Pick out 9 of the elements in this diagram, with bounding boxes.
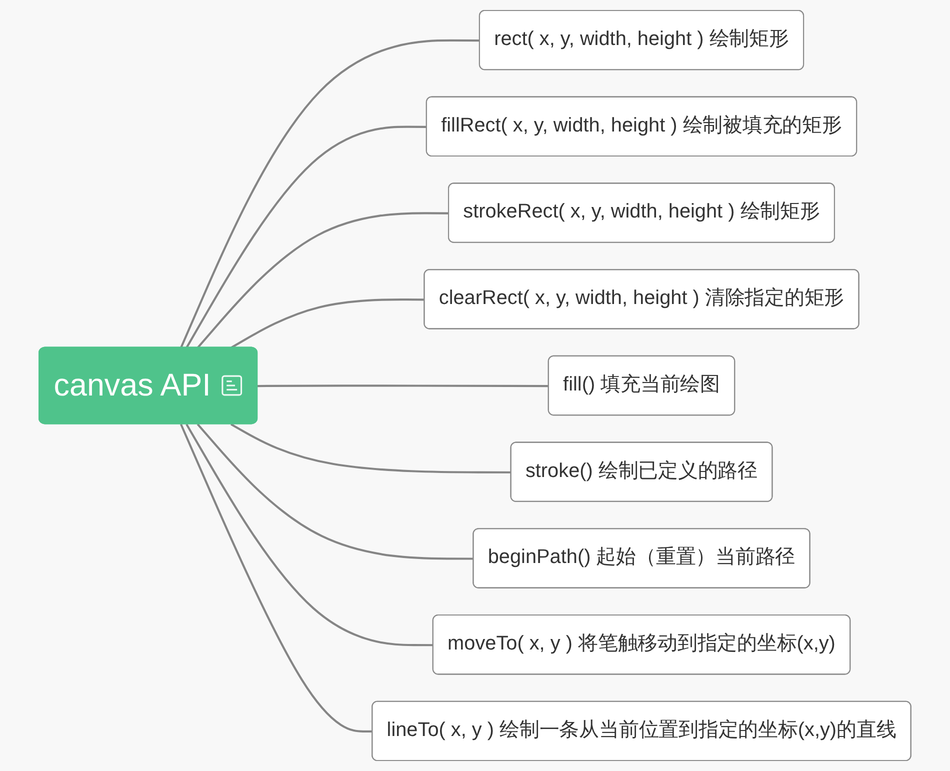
- connector: [186, 424, 434, 646]
- connector: [186, 126, 427, 348]
- connector: [196, 424, 474, 560]
- connector: [180, 39, 480, 348]
- connector: [257, 384, 549, 388]
- connector: [180, 424, 373, 733]
- connector: [230, 423, 512, 474]
- connector: [196, 212, 450, 348]
- connector: [230, 298, 425, 349]
